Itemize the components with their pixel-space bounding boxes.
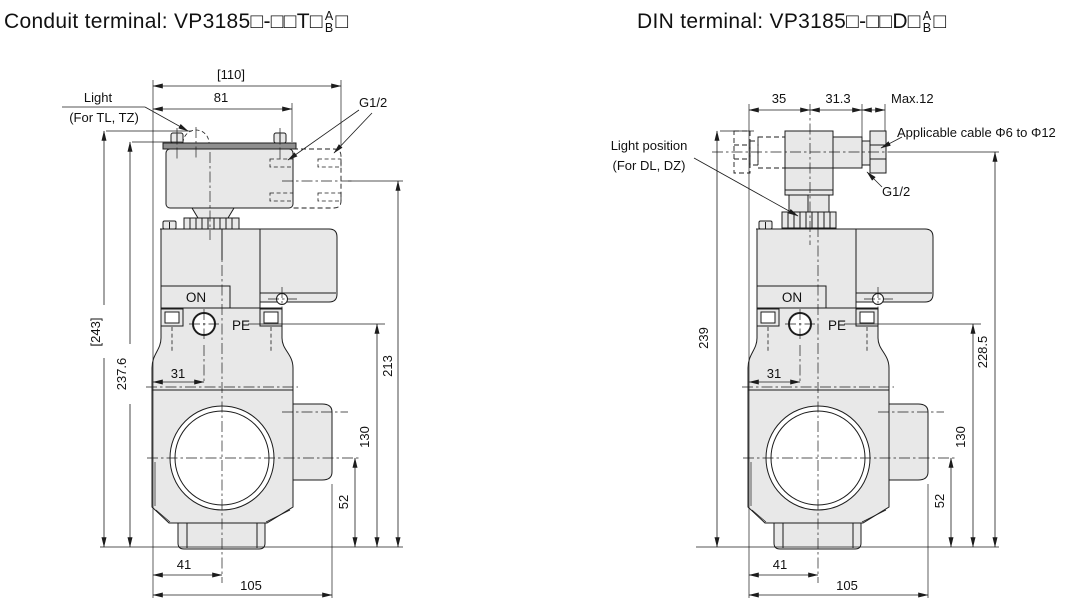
dim-52: 52 — [932, 494, 947, 508]
right-title-text: DIN terminal: VP3185□-□□D□ — [637, 10, 921, 33]
dim-105: 105 — [240, 578, 262, 593]
dim-81: 81 — [214, 90, 228, 105]
on-label: ON — [782, 290, 802, 305]
g12-label: G1/2 — [882, 184, 910, 199]
dim-110: [110] — [217, 67, 245, 82]
light-label-line1: Light — [84, 90, 113, 105]
right-dimensions — [693, 104, 999, 598]
left-dimensions — [62, 80, 403, 598]
pe-label: PE — [232, 318, 250, 333]
light-position-line2: (For DL, DZ) — [613, 158, 686, 173]
dim-239: 239 — [696, 327, 711, 349]
light-position-line1: Light position — [611, 138, 688, 153]
dim-52: 52 — [336, 495, 351, 509]
on-label: ON — [186, 290, 206, 305]
dim-228-5: 228.5 — [975, 336, 990, 369]
pe-label: PE — [828, 318, 846, 333]
dim-31-3: 31.3 — [825, 91, 850, 106]
cable-label: Applicable cable Φ6 to Φ12 — [897, 125, 1056, 140]
dim-213: 213 — [380, 355, 395, 377]
light-label-line2: (For TL, TZ) — [69, 110, 139, 125]
conduit-terminal-drawing: [110] 81 Light (For TL, TZ) G1/2 [243] 2… — [62, 67, 403, 598]
dim-31: 31 — [767, 366, 781, 381]
dim-105: 105 — [836, 578, 858, 593]
din-connector — [712, 104, 890, 245]
din-terminal-drawing: 35 31.3 Max.12 Applicable cable Φ6 to Φ1… — [611, 91, 1056, 598]
dim-35: 35 — [772, 91, 786, 106]
dim-237-6: 237.6 — [114, 358, 129, 391]
dim-31: 31 — [171, 366, 185, 381]
g12-label: G1/2 — [359, 95, 387, 110]
dim-243: [243] — [88, 318, 103, 347]
left-dimension-labels: [110] 81 Light (For TL, TZ) G1/2 [243] 2… — [69, 67, 395, 593]
dim-41: 41 — [177, 557, 191, 572]
right-dimension-labels: 35 31.3 Max.12 Applicable cable Φ6 to Φ1… — [611, 91, 1056, 593]
dim-130: 130 — [953, 426, 968, 448]
dim-130: 130 — [357, 426, 372, 448]
left-title-text: Conduit terminal: VP3185□-□□T□ — [4, 10, 323, 33]
dim-41: 41 — [773, 557, 787, 572]
dim-max12: Max.12 — [891, 91, 934, 106]
